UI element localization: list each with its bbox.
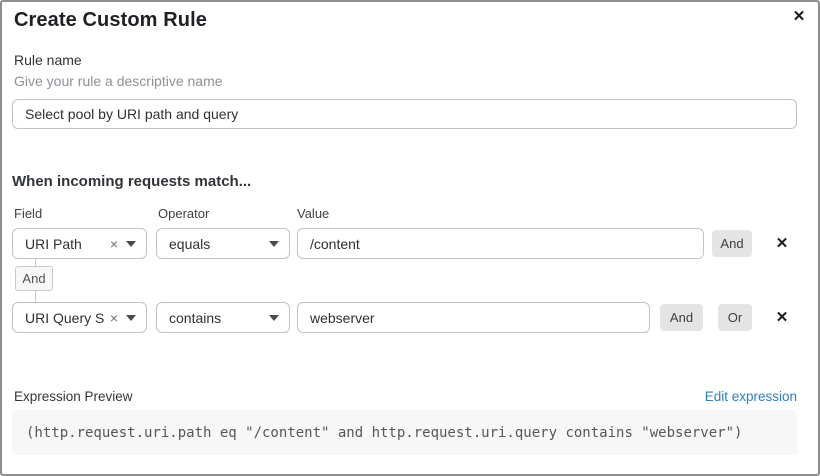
rule-name-label: Rule name xyxy=(14,52,82,68)
rule-name-helper: Give your rule a descriptive name xyxy=(14,73,223,89)
expression-preview-label: Expression Preview xyxy=(14,389,133,404)
operator-select-value: contains xyxy=(169,309,222,326)
clear-icon[interactable]: × xyxy=(109,309,118,326)
operator-select-value: equals xyxy=(169,235,211,252)
chevron-down-icon xyxy=(126,314,136,321)
chevron-down-icon xyxy=(269,240,279,247)
expression-code: (http.request.uri.path eq "/content" and… xyxy=(26,424,743,441)
column-label-value: Value xyxy=(297,206,330,221)
column-label-field: Field xyxy=(14,206,43,221)
matcher-row: URI Query St... × contains And Or ✕ xyxy=(2,302,818,333)
connector-line xyxy=(35,259,36,266)
field-select[interactable]: URI Query St... × xyxy=(12,302,147,333)
clear-icon[interactable]: × xyxy=(109,235,118,252)
remove-row-icon[interactable]: ✕ xyxy=(775,235,789,252)
connector-line xyxy=(35,291,36,302)
column-label-operator: Operator xyxy=(158,206,210,221)
edit-expression-link[interactable]: Edit expression xyxy=(704,389,797,404)
remove-row-icon[interactable]: ✕ xyxy=(775,309,789,326)
matcher-heading: When incoming requests match... xyxy=(12,173,252,190)
close-icon[interactable]: ✕ xyxy=(792,8,806,25)
value-input[interactable] xyxy=(297,302,650,333)
chevron-down-icon xyxy=(269,314,279,321)
field-select-value: URI Path xyxy=(25,235,82,252)
dialog-title: Create Custom Rule xyxy=(14,9,207,31)
value-input[interactable] xyxy=(297,228,704,259)
field-select[interactable]: URI Path × xyxy=(12,228,147,259)
chevron-down-icon xyxy=(126,240,136,247)
matcher-row: URI Path × equals And ✕ xyxy=(2,228,818,259)
rule-name-input[interactable] xyxy=(12,99,797,129)
or-button[interactable]: Or xyxy=(718,304,752,331)
operator-select[interactable]: contains xyxy=(156,302,290,333)
connector-and-badge[interactable]: And xyxy=(15,266,53,291)
and-button[interactable]: And xyxy=(660,304,703,331)
operator-select[interactable]: equals xyxy=(156,228,290,259)
field-select-value: URI Query St... xyxy=(25,309,104,326)
and-button[interactable]: And xyxy=(712,230,752,257)
expression-code-block: (http.request.uri.path eq "/content" and… xyxy=(12,410,797,455)
